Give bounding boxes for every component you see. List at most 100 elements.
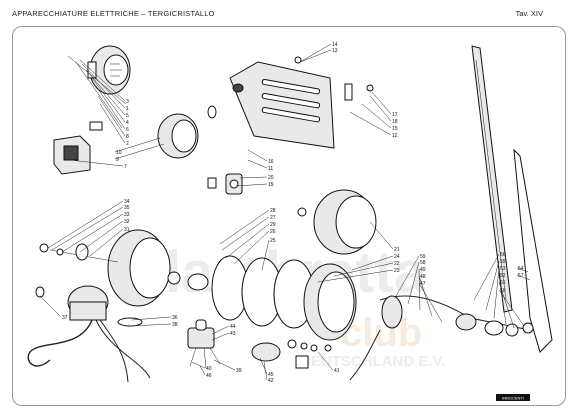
callout-leader-line: [95, 85, 126, 130]
callout-leader-line: [213, 359, 236, 371]
watermark-line3: DEUTSCHLAND E.V.: [300, 353, 445, 370]
callout-number: 58: [420, 260, 426, 266]
callout-leader-line: [395, 255, 420, 297]
callout-leader-line: [247, 159, 268, 169]
callout-number: 35: [124, 205, 130, 211]
callout-leader-line: [39, 295, 62, 318]
callout-leader-line: [361, 103, 392, 129]
callout-number: 53: [500, 266, 506, 272]
callout-number: 31: [124, 227, 130, 233]
callout-number: 17: [392, 112, 398, 118]
callout-number: 23: [394, 268, 400, 274]
callout-leader-line: [407, 261, 420, 305]
callout-number: 41: [334, 368, 340, 374]
callout-number: 22: [394, 261, 400, 267]
callout-leader-line: [199, 365, 206, 376]
callout-leader-line: [219, 209, 270, 245]
callout-leader-line: [418, 268, 421, 311]
callout-number: 1: [126, 106, 129, 112]
callout-number: 29: [270, 222, 276, 228]
callout-leader-line: [473, 253, 500, 301]
callout-number: 6: [126, 127, 129, 133]
callout-labels: 1413315468210971718151216112019343533323…: [39, 42, 531, 384]
callout-number: 52: [500, 273, 506, 279]
callout-leader-line: [259, 357, 268, 375]
callout-number: 45: [268, 372, 274, 378]
callout-leader-line: [498, 274, 507, 325]
callout-number: 16: [268, 159, 274, 165]
wiring-harness: [27, 285, 151, 383]
callout-number: 42: [268, 378, 274, 384]
callout-leader-line: [131, 316, 172, 321]
callout-leader-line: [91, 77, 126, 123]
callout-leader-line: [211, 325, 230, 335]
callout-leader-line: [61, 213, 124, 253]
callout-number: 12: [392, 133, 398, 139]
callout-number: 57: [518, 273, 524, 279]
tail-light-part: [89, 105, 217, 159]
license-plate-holder: [229, 56, 374, 149]
callout-number: 8: [126, 134, 129, 140]
callout-leader-line: [47, 200, 124, 249]
wiper-assembly: [349, 45, 553, 381]
callout-leader-line: [79, 220, 124, 253]
callout-leader-line: [349, 111, 392, 136]
callout-number: 5: [126, 113, 129, 119]
callout-leader-line: [498, 281, 515, 329]
horn-part: [67, 45, 131, 129]
callout-number: 24: [394, 254, 400, 260]
callout-number: 13: [332, 48, 338, 54]
callout-number: 43: [230, 331, 236, 337]
callout-number: 2: [126, 141, 129, 147]
callout-leader-line: [97, 95, 126, 137]
headlamp-body-left: [39, 229, 181, 307]
callout-leader-line: [191, 361, 206, 369]
callout-number: 34: [124, 199, 130, 205]
callout-number: 21: [394, 247, 400, 253]
callout-leader-line: [81, 63, 126, 109]
callout-number: 59: [420, 254, 426, 260]
callout-number: 14: [332, 42, 338, 48]
headlamp-body-right: [297, 189, 377, 255]
callout-number: 32: [124, 219, 130, 225]
regulator-part: [187, 319, 332, 369]
callout-leader-line: [263, 361, 268, 381]
callout-number: 55: [500, 259, 506, 265]
header: APPARECCHIATURE ELETTRICHE – TERGICRISTA…: [0, 0, 577, 24]
callout-leader-line: [371, 91, 392, 115]
callout-leader-line: [247, 149, 268, 162]
callout-leader-line: [225, 223, 270, 259]
callout-leader-line: [221, 216, 270, 251]
callout-number: 36: [172, 315, 178, 321]
callout-number: 18: [392, 119, 398, 125]
callout-number: 49: [420, 267, 426, 273]
callout-number: 20: [268, 175, 274, 181]
callout-number: 15: [392, 126, 398, 132]
callout-number: 19: [268, 182, 274, 188]
callout-leader-line: [493, 267, 500, 319]
callout-number: 26: [270, 229, 276, 235]
callout-leader-line: [516, 267, 529, 273]
callout-number: 3: [126, 99, 129, 105]
manufacturer-logo: INNOCENTI: [496, 394, 530, 401]
callout-leader-line: [89, 228, 124, 257]
callout-number: 4: [126, 120, 129, 126]
callout-number: 33: [124, 212, 130, 218]
callout-number: 51: [500, 280, 506, 286]
callout-number: 10: [116, 150, 122, 156]
switch-part: [207, 173, 243, 195]
callout-leader-line: [114, 143, 165, 160]
callout-number: 38: [172, 322, 178, 328]
callout-number: 48: [420, 274, 426, 280]
plate-number: Tav. XIV: [515, 9, 543, 18]
callout-leader-line: [299, 43, 332, 63]
callout-number: 11: [268, 166, 273, 172]
callout-leader-line: [317, 351, 334, 371]
callout-leader-line: [235, 183, 268, 187]
callout-number: 27: [270, 215, 276, 221]
callout-leader-line: [369, 95, 392, 122]
callout-leader-line: [498, 289, 525, 327]
callout-leader-line: [51, 206, 124, 251]
callout-number: 56: [500, 252, 506, 258]
